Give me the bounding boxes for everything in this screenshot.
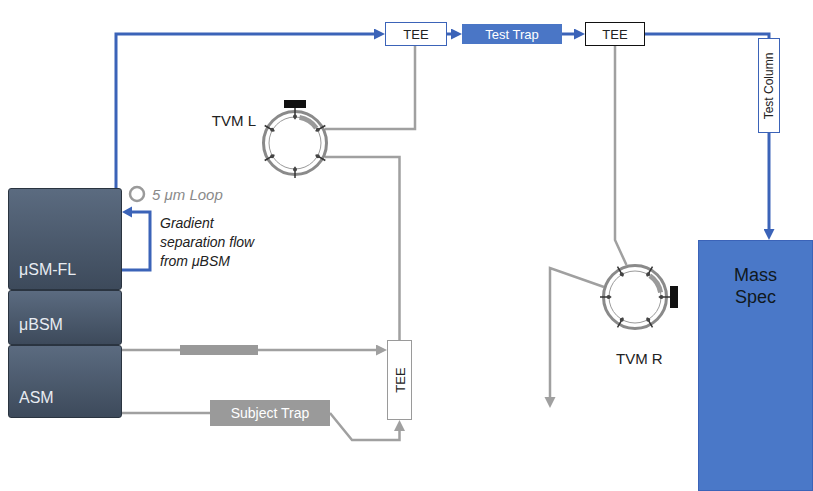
loop-label: 5 μm Loop: [152, 186, 223, 203]
port-dot: [270, 154, 274, 158]
port-dot: [316, 128, 320, 132]
sample-loop: [130, 187, 144, 201]
node-label: ASM: [19, 389, 54, 407]
flow-line: [645, 34, 769, 38]
flow-note: Gradient separation flow from μBSM: [160, 214, 275, 271]
node-label: μBSM: [19, 316, 63, 334]
bracket-arrowhead: [122, 207, 132, 218]
port-dot: [620, 318, 624, 322]
waste-line: [550, 268, 604, 398]
node-label: Mass Spec: [721, 265, 791, 308]
flow-line: [768, 133, 771, 234]
trap-box: Subject Trap: [210, 400, 330, 426]
valve-port: [316, 155, 326, 161]
valve-port: [618, 318, 624, 328]
node-label: TEE: [392, 367, 407, 392]
mass-spec-box: Mass Spec: [698, 240, 813, 491]
node-label: TEE: [403, 27, 428, 42]
node-label: Subject Trap: [231, 405, 310, 421]
valve-channel: [300, 117, 317, 128]
valve-port: [265, 155, 275, 161]
valve-symbol: [262, 110, 328, 176]
node-label: Test Column: [762, 52, 776, 119]
port-dot: [659, 295, 663, 299]
instrument-module: μBSM: [8, 290, 122, 345]
column-box: Test Column: [758, 38, 780, 133]
port-dot: [316, 154, 320, 158]
tee-box: TEE: [385, 22, 447, 46]
waste-arrowhead: [545, 397, 556, 408]
node-label: TEE: [602, 27, 627, 42]
valve-handle: [284, 100, 306, 108]
valve: TVM R: [602, 264, 668, 330]
valve-inner-ring: [609, 271, 661, 323]
port-dot: [293, 167, 297, 171]
flow-line: [122, 412, 210, 415]
flow-line: [325, 157, 400, 340]
valve: TVM L: [262, 110, 328, 176]
instrument-module: ASM: [8, 345, 122, 418]
flow-line: [615, 46, 627, 265]
valve-channel: [650, 276, 661, 293]
tee-box: TEE: [387, 340, 412, 420]
valve-port: [618, 267, 624, 277]
instrument-module: μSM-FL: [8, 188, 122, 290]
valve-port: [647, 318, 653, 328]
valve-inner-ring: [269, 117, 321, 169]
valve-port: [647, 267, 653, 277]
valve-symbol: [602, 264, 668, 330]
port-dot: [646, 318, 650, 322]
flow-line: [116, 34, 379, 188]
valve-port: [316, 126, 326, 132]
node-label: μSM-FL: [19, 261, 76, 279]
valve-ring: [604, 266, 667, 329]
flow-line: [325, 46, 415, 129]
flow-line: [447, 33, 456, 36]
valve-ring: [264, 112, 327, 175]
port-dot: [293, 115, 297, 119]
valve-port: [265, 126, 275, 132]
tee-box: TEE: [585, 22, 645, 46]
port-dot: [620, 272, 624, 276]
port-dot: [646, 272, 650, 276]
port-dot: [607, 295, 611, 299]
node-label: Test Trap: [485, 27, 538, 42]
flow-line: [562, 33, 579, 36]
valve-handle: [670, 286, 678, 308]
inline-column: [180, 345, 258, 355]
valve-label: TVM L: [212, 112, 256, 129]
valve-label: TVM R: [616, 350, 663, 367]
port-dot: [270, 128, 274, 132]
trap-box: Test Trap: [462, 24, 562, 44]
gradient-flow-bracket: [122, 212, 150, 270]
